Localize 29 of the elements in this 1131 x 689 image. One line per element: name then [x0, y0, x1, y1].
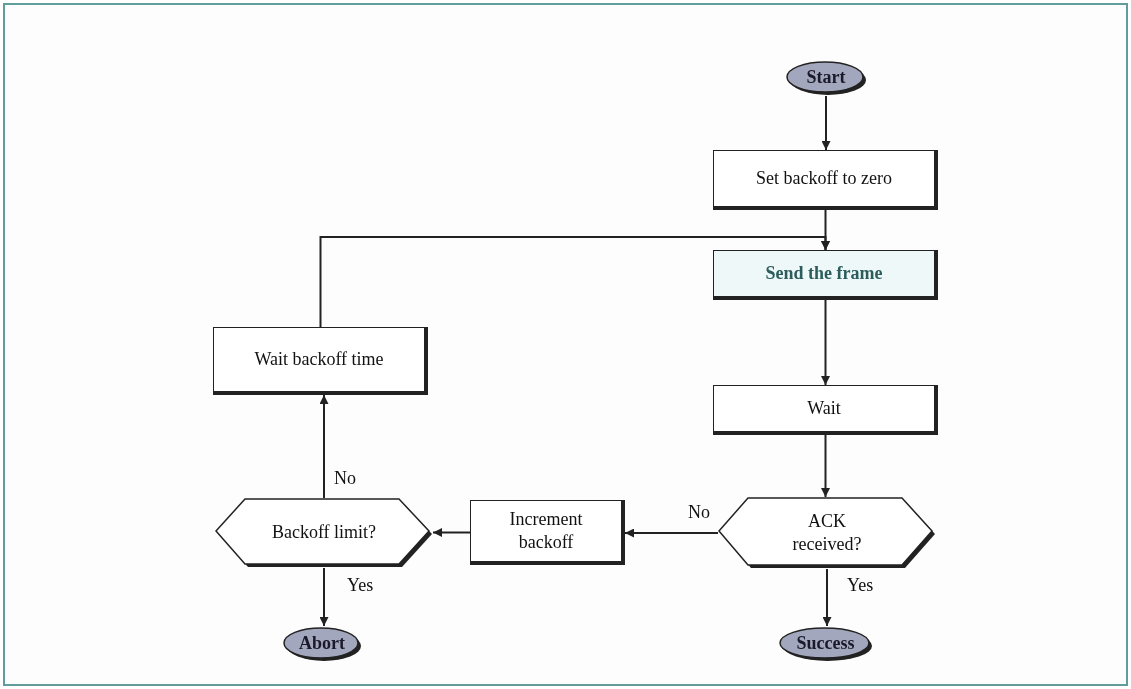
- node-label: Start: [806, 66, 846, 90]
- arrow: [822, 568, 832, 627]
- node-label: Backoff limit?: [271, 521, 377, 545]
- node-label: Send the frame: [765, 261, 883, 285]
- arrow: [319, 567, 329, 627]
- node-label: Set backoff to zero: [755, 166, 893, 190]
- arrow: [821, 299, 830, 386]
- arrow: [319, 236, 830, 328]
- terminal-ellipse: [778, 626, 873, 662]
- node-label: Wait backoff time: [254, 347, 384, 371]
- arrow: [821, 95, 831, 151]
- node-label: ACK received?: [791, 509, 863, 556]
- terminal-ellipse: [282, 626, 362, 662]
- node-label: Increment backoff: [508, 507, 584, 554]
- arrow: [319, 394, 329, 499]
- node-label: Success: [796, 632, 855, 656]
- process-box: [713, 385, 938, 435]
- process-box: [713, 250, 938, 300]
- process-box: [713, 150, 938, 210]
- node-label: Abort: [299, 632, 345, 656]
- arrow: [432, 528, 471, 537]
- node-label: Wait: [807, 396, 841, 420]
- decision-hexagon: [215, 498, 433, 568]
- process-box: [470, 500, 625, 565]
- process-box: [213, 327, 428, 395]
- arrow: [624, 528, 719, 538]
- decision-hexagon: [718, 497, 936, 569]
- terminal-ellipse: [785, 60, 867, 96]
- arrow: [821, 434, 830, 498]
